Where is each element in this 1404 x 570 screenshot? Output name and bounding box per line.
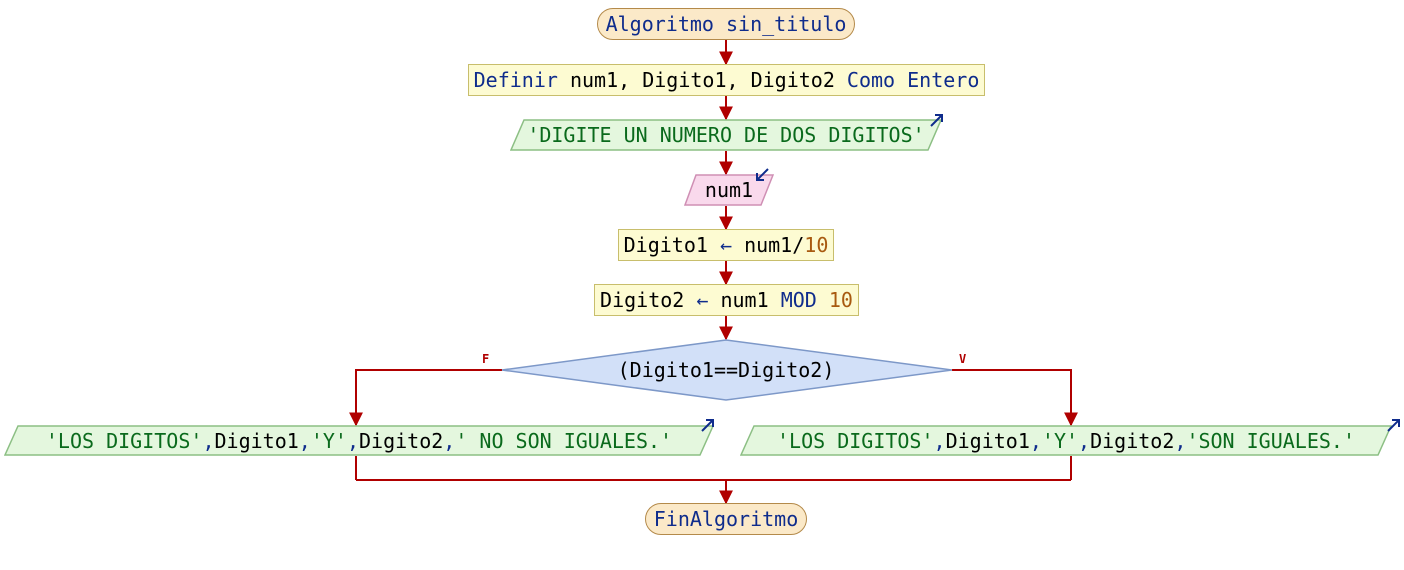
output-true-var-2: Digito2	[1090, 428, 1175, 453]
separator: ,	[202, 428, 215, 453]
end-text: FinAlgoritmo	[653, 507, 799, 531]
assign1-rhs: num1/	[744, 233, 805, 257]
input-parallelogram	[684, 174, 774, 206]
assign2-num: 10	[828, 288, 853, 312]
prompt-output[interactable]: 'DIGITE UN NUMERO DE DOS DIGITOS'	[510, 119, 942, 151]
output-false-string-3: ' NO SON IGUALES.'	[455, 428, 673, 453]
assign-digito2[interactable]: Digito2 ← num1 MOD 10	[594, 284, 859, 316]
end-terminal[interactable]: FinAlgoritmo	[645, 503, 807, 535]
assign1-arrow: ←	[719, 233, 733, 257]
arrow-up-right-icon	[930, 114, 943, 127]
output-true-var-1: Digito1	[945, 428, 1030, 453]
arrow-up-right-icon	[701, 419, 714, 432]
assign1-lhs: Digito1	[623, 233, 708, 257]
separator: ,	[346, 428, 359, 453]
output-parallelogram	[510, 119, 942, 151]
define-type: Entero	[907, 68, 980, 92]
assign2-rhs: num1	[720, 288, 769, 312]
assign2-op: MOD	[780, 288, 817, 312]
output-false-var-2: Digito2	[359, 428, 444, 453]
start-name: sin_titulo	[726, 12, 847, 36]
separator: ,	[1078, 428, 1091, 453]
define-keyword: Definir	[473, 68, 558, 92]
define-como-keyword: Como	[846, 68, 896, 92]
output-false-var-1: Digito1	[214, 428, 299, 453]
assign2-arrow: ←	[696, 288, 709, 312]
read-input[interactable]: num1	[684, 174, 774, 206]
assign1-num: 10	[804, 233, 829, 257]
define-vars: num1, Digito1, Digito2	[569, 68, 835, 92]
separator: ,	[443, 428, 456, 453]
separator: ,	[933, 428, 946, 453]
separator: ,	[1174, 428, 1187, 453]
output-not-equal[interactable]: 'LOS DIGITOS', Digito1, 'Y', Digito2, ' …	[4, 425, 714, 456]
start-terminal[interactable]: Algoritmo sin_titulo	[597, 8, 855, 40]
prompt-text: 'DIGITE UN NUMERO DE DOS DIGITOS'	[527, 123, 925, 147]
output-parallelogram	[740, 425, 1392, 456]
output-true-string-2: 'Y'	[1041, 428, 1079, 453]
output-false-string-1: 'LOS DIGITOS'	[45, 428, 203, 453]
output-false-string-2: 'Y'	[310, 428, 347, 453]
read-text: num1	[704, 178, 754, 202]
assign-digito1[interactable]: Digito1 ← num1/10	[618, 229, 834, 261]
start-keyword: Algoritmo	[605, 12, 714, 36]
output-true-string-3: 'SON IGUALES.'	[1186, 428, 1356, 453]
define-process[interactable]: Definir num1, Digito1, Digito2 Como Ente…	[468, 64, 985, 96]
output-parallelogram	[4, 425, 714, 456]
flow-arrow-false	[349, 369, 502, 427]
separator: ,	[298, 428, 311, 453]
false-branch-label: F	[482, 352, 490, 366]
flow-arrow-true	[952, 369, 1078, 427]
true-branch-label: V	[959, 352, 967, 366]
output-equal[interactable]: 'LOS DIGITOS', Digito1, 'Y', Digito2, 'S…	[740, 425, 1392, 456]
assign2-lhs: Digito2	[600, 288, 685, 312]
arrow-up-right-icon	[1387, 419, 1400, 432]
arrow-down-left-icon	[756, 168, 769, 181]
output-true-string-1: 'LOS DIGITOS'	[776, 428, 934, 453]
decision-diamond	[501, 339, 953, 401]
separator: ,	[1029, 428, 1042, 453]
decision-condition[interactable]: (Digito1==Digito2)	[617, 358, 835, 382]
